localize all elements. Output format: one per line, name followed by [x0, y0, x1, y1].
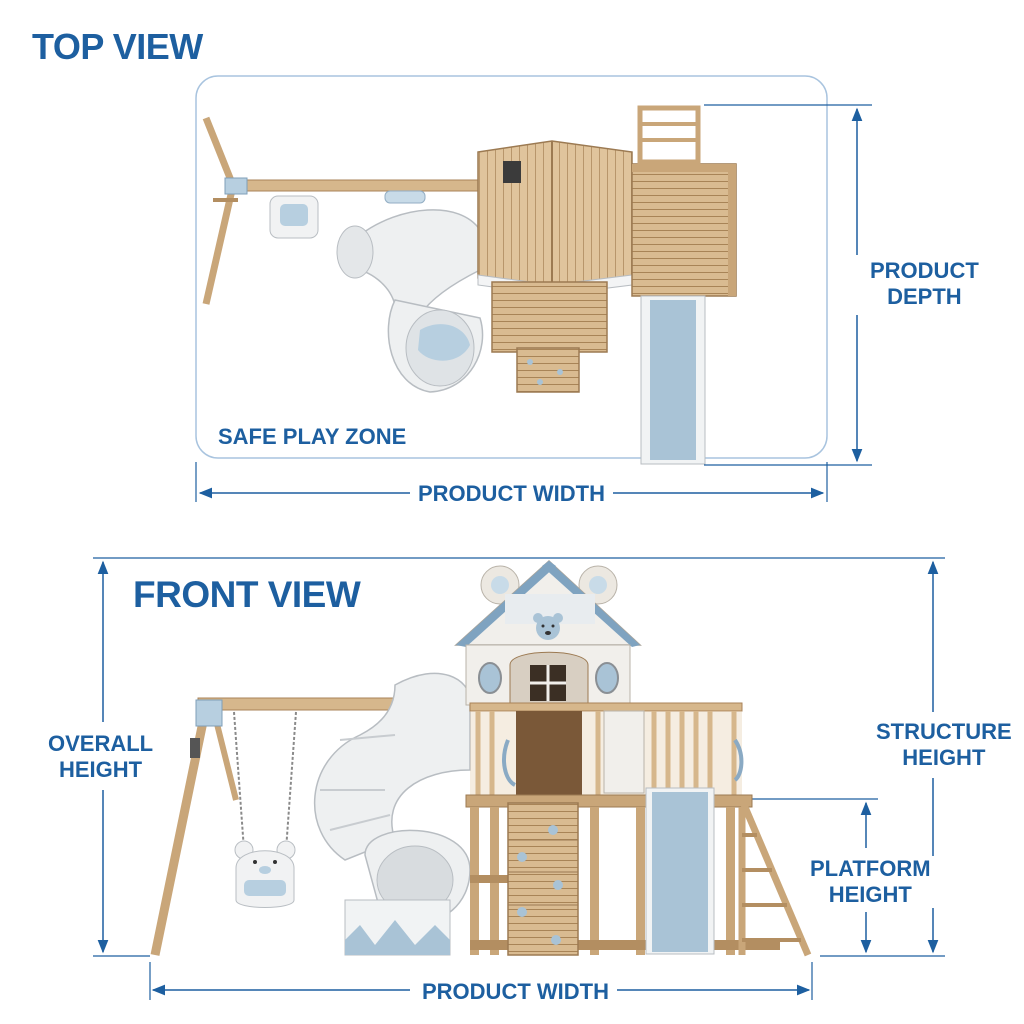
structure-height-line-2: HEIGHT: [902, 745, 986, 770]
product-depth-line-1: PRODUCT: [870, 258, 979, 283]
top-depth-dimension: [704, 104, 872, 466]
top-straight-slide: [640, 295, 706, 465]
top-view-title: TOP VIEW: [32, 26, 203, 67]
top-ladder: [637, 105, 701, 165]
top-view-group: [195, 75, 872, 502]
front-overall-height-dimension: [93, 557, 945, 957]
front-width-dimension: [149, 962, 813, 1000]
front-straight-slide: [645, 787, 715, 955]
top-width-dimension: [195, 462, 828, 502]
front-tube-slide: [313, 672, 471, 956]
overall-height-line-2: HEIGHT: [59, 757, 143, 782]
front-view-group: [93, 557, 945, 1000]
safe-play-zone-outline: [195, 75, 828, 459]
top-side-deck: [631, 163, 737, 297]
top-lower-deck: [491, 281, 608, 393]
top-product-width-label: PRODUCT WIDTH: [410, 481, 613, 507]
overall-height-line-1: OVERALL: [48, 731, 154, 756]
structure-height-line-1: STRUCTURE: [876, 719, 1012, 744]
top-tube-slide: [336, 209, 484, 393]
safe-play-zone-label: SAFE PLAY ZONE: [218, 424, 407, 449]
front-support-posts: [470, 807, 780, 955]
structure-height-label: STRUCTURE HEIGHT: [868, 719, 1020, 771]
front-clubhouse: [454, 559, 642, 706]
overall-height-label: OVERALL HEIGHT: [40, 731, 162, 783]
product-depth-line-2: DEPTH: [887, 284, 962, 309]
front-bear-swing: [233, 711, 297, 908]
platform-height-line-1: PLATFORM: [810, 856, 931, 881]
front-view-title: FRONT VIEW: [133, 574, 361, 615]
top-clubhouse-roof: [477, 140, 633, 296]
platform-height-line-2: HEIGHT: [828, 882, 912, 907]
top-swing-seat: [269, 190, 426, 239]
front-platform-height-dimension: [752, 798, 878, 954]
front-product-width-label: PRODUCT WIDTH: [414, 979, 617, 1005]
front-side-ladder: [738, 798, 812, 957]
product-depth-label: PRODUCT DEPTH: [862, 258, 987, 310]
front-climbing-wall: [507, 802, 579, 956]
platform-height-label: PLATFORM HEIGHT: [802, 856, 939, 908]
